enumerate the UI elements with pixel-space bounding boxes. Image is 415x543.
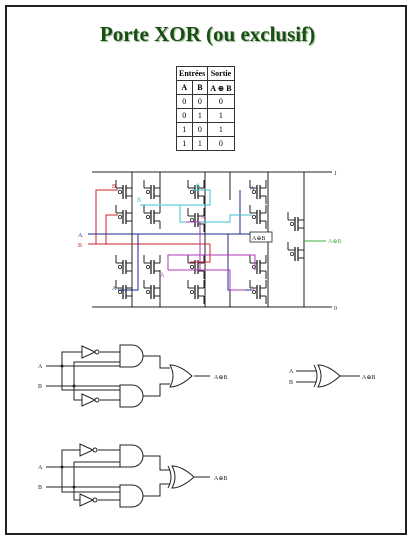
table-row: 1 1 0 <box>176 136 235 151</box>
pmos-transistor <box>287 211 305 237</box>
nmos-transistor <box>187 279 205 305</box>
input-a-label: A <box>78 233 83 239</box>
nmos-transistor <box>115 254 133 280</box>
gate-label: Ā <box>160 272 165 279</box>
nmos-transistor <box>287 241 305 267</box>
pmos-transistor <box>249 179 267 205</box>
wire-a <box>88 190 270 291</box>
or-gate <box>169 364 193 388</box>
nmos-transistor <box>143 279 161 305</box>
not-gate <box>79 493 98 507</box>
truth-table-col-out: A ⊕ B <box>207 80 235 95</box>
gate-label: A <box>250 186 255 192</box>
not-gate <box>81 345 100 359</box>
page-frame <box>5 5 407 535</box>
input-a-label: A <box>289 369 294 375</box>
pmos-transistor <box>249 204 267 230</box>
and-gate <box>119 344 144 368</box>
not-gate <box>81 393 100 407</box>
not-gate <box>79 443 98 457</box>
output-label: A⊕B <box>214 476 227 482</box>
nmos-transistor <box>249 254 267 280</box>
nmos-transistor <box>143 254 161 280</box>
table-row: 0 1 1 <box>176 108 235 123</box>
cmos-schematic: 1 0 <box>78 171 341 312</box>
pmos-transistor <box>143 204 161 230</box>
table-cell: 0 <box>207 136 235 151</box>
gate-label: B̄ <box>196 183 200 190</box>
wire-b-not <box>140 189 252 223</box>
gate-label: A <box>112 286 117 292</box>
gate-label: B <box>112 184 116 190</box>
pmos-transistor <box>143 179 161 205</box>
gate-label: A <box>250 286 255 292</box>
nmos-transistor <box>187 254 205 280</box>
xor-symbol: A B A⊕B <box>289 364 375 388</box>
table-row: 1 0 1 <box>176 122 235 137</box>
pmos-transistor <box>115 179 133 205</box>
output-label: A⊕B <box>328 239 341 245</box>
page-title: Porte XOR (ou exclusif) <box>99 22 316 46</box>
wire-a-not <box>167 221 256 291</box>
input-b-label: B <box>78 243 82 249</box>
and-gate <box>119 384 144 408</box>
gate-diagram-1: A B A⊕B <box>38 344 227 408</box>
and-gate <box>119 484 144 508</box>
input-b-label: B <box>38 485 42 491</box>
input-b-label: B <box>289 380 293 386</box>
gate-label: Ā <box>201 214 206 221</box>
and-gate <box>119 444 144 468</box>
input-a-label: A <box>38 364 43 370</box>
truth-table: Entrées Sortie A B A ⊕ B 0 0 0 0 1 1 1 0… <box>175 66 235 151</box>
xor-gate <box>167 465 195 489</box>
output-label: A⊕B <box>214 375 227 381</box>
input-a-label: A <box>38 465 43 471</box>
gnd-label: 0 <box>334 306 337 312</box>
wire-b <box>88 189 211 263</box>
internal-node-label: A⊕B <box>252 236 265 242</box>
xor-gate <box>313 364 341 388</box>
vdd-label: 1 <box>334 171 337 177</box>
output-label: A⊕B <box>362 375 375 381</box>
pmos-transistor <box>115 204 133 230</box>
nmos-transistor <box>249 279 267 305</box>
table-cell: 1 <box>176 136 193 151</box>
input-b-label: B <box>38 384 42 390</box>
nmos-transistor <box>115 279 133 305</box>
gate-diagram-2: A B A⊕B <box>38 443 227 508</box>
gate-label: B̄ <box>137 197 141 204</box>
